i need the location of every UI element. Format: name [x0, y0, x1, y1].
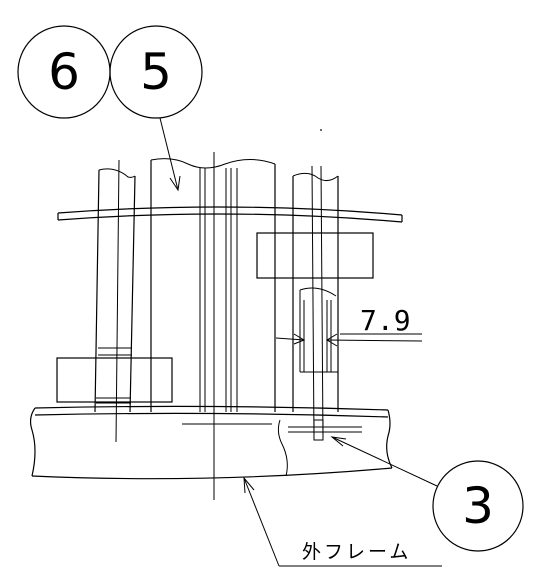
balloon-6-label: 6	[48, 43, 80, 101]
bolt-detail	[288, 419, 362, 441]
left-column	[94, 159, 136, 443]
leader-outer-frame: 外フレーム	[243, 476, 442, 567]
center-column	[150, 152, 276, 500]
leader-3	[330, 436, 438, 487]
left-block	[56, 357, 173, 403]
balloon-3: 3	[432, 460, 524, 552]
dimension-value: 7.9	[360, 304, 411, 337]
stray-mark	[320, 129, 322, 131]
balloon-5: 5	[109, 25, 203, 119]
leader-5	[159, 117, 181, 192]
right-block	[256, 232, 374, 279]
outer-frame-label: 外フレーム	[302, 541, 411, 563]
right-column	[292, 165, 339, 441]
balloon-3-label: 3	[462, 477, 494, 535]
balloon-5-label: 5	[140, 43, 172, 101]
upper-ring	[57, 206, 403, 223]
outer-frame	[29, 405, 393, 480]
dimension-7-9: 7.9	[275, 304, 423, 347]
balloon-6: 6	[17, 25, 111, 119]
